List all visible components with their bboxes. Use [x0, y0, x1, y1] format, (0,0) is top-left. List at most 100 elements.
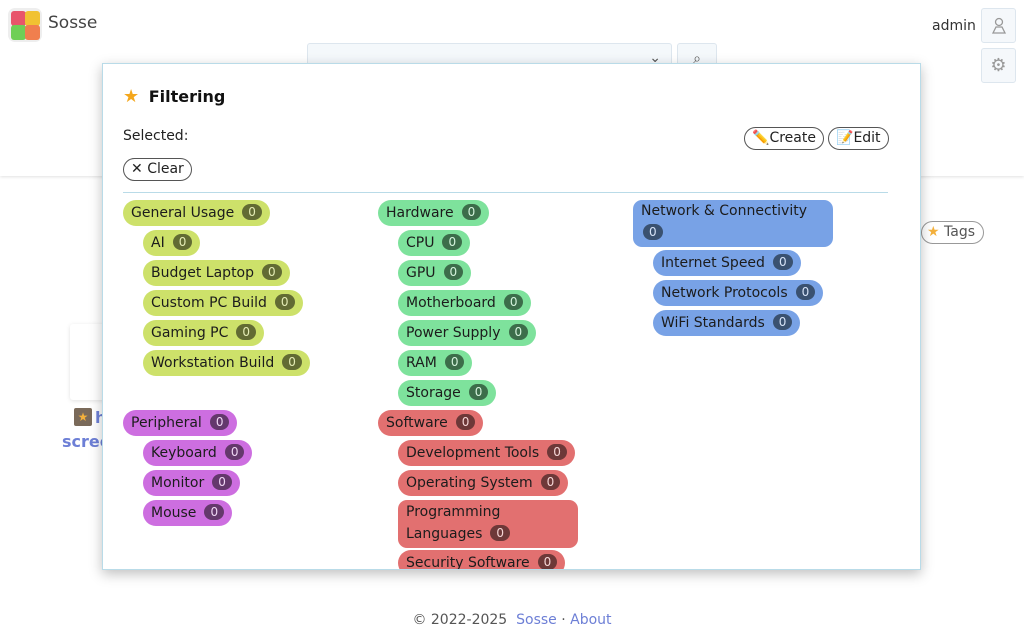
tag-count-badge: 0: [455, 414, 476, 430]
footer: © 2022-2025 Sosse · About: [0, 612, 1024, 628]
tag-label: RAM: [406, 355, 437, 371]
result-link-fragment[interactable]: scree: [62, 432, 111, 451]
tag-label: Power Supply: [406, 325, 501, 341]
tag-count-badge: 0: [274, 294, 295, 310]
tag-count-badge: 0: [508, 324, 529, 340]
tag-count-badge: 0: [262, 264, 282, 280]
tag-label: Monitor: [151, 475, 205, 491]
tag-storage[interactable]: Storage 0: [398, 380, 497, 406]
memo-icon: 📝: [836, 130, 854, 146]
chevron-down-icon[interactable]: ⌄: [649, 50, 661, 66]
edit-button[interactable]: 📝Edit: [828, 127, 889, 150]
tag-development-tools[interactable]: Development Tools 0: [398, 440, 575, 466]
tag-count-badge: 0: [490, 525, 511, 541]
gear-icon: ⚙: [990, 55, 1007, 76]
star-icon: ★: [74, 408, 92, 426]
tag-gpu[interactable]: GPU 0: [398, 260, 472, 286]
tags-label: Tags: [944, 224, 976, 240]
tag-label: Peripheral: [131, 415, 202, 431]
tag-label: Network & Connectivity: [641, 203, 807, 219]
result-title-fragment[interactable]: h: [95, 408, 107, 427]
clear-label: Clear: [147, 161, 184, 177]
tag-count-badge: 0: [461, 204, 482, 220]
tag-network-protocols[interactable]: Network Protocols 0: [653, 280, 824, 306]
sosse-link[interactable]: Sosse: [516, 612, 557, 628]
tag-cpu[interactable]: CPU 0: [398, 230, 471, 256]
tag-label: Software: [386, 415, 448, 431]
modal-title-text: Filtering: [148, 87, 226, 106]
tag-mouse[interactable]: Mouse 0: [143, 500, 233, 526]
tag-label: Workstation Build: [151, 355, 275, 371]
sosse-logo-icon[interactable]: [8, 8, 42, 42]
tag-label: CPU: [406, 235, 435, 251]
user-icon: [991, 17, 1006, 34]
tag-count-badge: 0: [443, 264, 464, 280]
star-icon: ★: [123, 86, 140, 107]
tag-security-software[interactable]: Security Software 0: [398, 550, 566, 570]
tag-count-badge: 0: [468, 384, 489, 400]
tags-button[interactable]: ★ Tags: [921, 221, 984, 244]
tag-label: AI: [151, 235, 165, 251]
tag-count-badge: 0: [795, 284, 816, 300]
tag-count-badge: 0: [224, 444, 245, 460]
tag-label: Development Tools: [406, 445, 540, 461]
tag-count-badge: 0: [772, 314, 793, 330]
app-name[interactable]: Sosse: [48, 13, 98, 33]
tag-label: Mouse: [151, 505, 197, 521]
tag-operating-system[interactable]: Operating System 0: [398, 470, 569, 496]
edit-label: Edit: [853, 130, 881, 146]
close-icon: ✕: [131, 161, 143, 177]
tag-monitor[interactable]: Monitor 0: [143, 470, 240, 496]
tag-count-badge: 0: [540, 474, 561, 490]
tag-label: Storage: [406, 385, 461, 401]
tag-label: Internet Speed: [661, 255, 765, 271]
tag-budget-laptop[interactable]: Budget Laptop 0: [143, 260, 290, 286]
tag-label: GPU: [406, 265, 436, 281]
user-button[interactable]: [981, 8, 1016, 43]
tag-count-badge: 0: [772, 254, 793, 270]
pencil-icon: ✏️: [752, 130, 770, 146]
divider: [123, 192, 888, 193]
tag-count-badge: 0: [172, 234, 193, 250]
tag-count-badge: 0: [442, 234, 463, 250]
tag-ai[interactable]: AI 0: [143, 230, 201, 256]
tag-label: Network Protocols: [661, 285, 788, 301]
tag-label: Security Software: [406, 555, 530, 570]
tag-software[interactable]: Software 0: [378, 410, 484, 436]
tag-internet-speed[interactable]: Internet Speed 0: [653, 250, 801, 276]
tag-count-badge: 0: [537, 554, 558, 569]
tag-count-badge: 0: [282, 354, 302, 370]
copyright: © 2022-2025: [412, 612, 508, 628]
create-button[interactable]: ✏️Create: [744, 127, 824, 150]
tag-count-badge: 0: [547, 444, 567, 460]
selected-label: Selected:: [123, 128, 189, 144]
clear-button[interactable]: ✕ Clear: [123, 158, 192, 181]
tag-label: Programming Languages: [406, 504, 501, 542]
tag-count-badge: 0: [236, 324, 257, 340]
tag-count-badge: 0: [503, 294, 524, 310]
tag-label: Operating System: [406, 475, 533, 491]
user-name: admin: [932, 18, 976, 34]
tag-power-supply[interactable]: Power Supply 0: [398, 320, 537, 346]
tag-workstation-build[interactable]: Workstation Build 0: [143, 350, 310, 376]
tag-count-badge: 0: [643, 224, 663, 240]
footer-separator: ·: [561, 612, 566, 628]
tag-gaming-pc[interactable]: Gaming PC 0: [143, 320, 265, 346]
tag-count-badge: 0: [204, 504, 225, 520]
create-label: Create: [769, 130, 816, 146]
tag-label: Budget Laptop: [151, 265, 255, 281]
tag-network-connectivity[interactable]: Network & Connectivity 0: [633, 200, 833, 247]
about-link[interactable]: About: [570, 612, 612, 628]
tag-count-badge: 0: [212, 474, 232, 490]
tag-label: Gaming PC: [151, 325, 229, 341]
settings-button[interactable]: ⚙: [981, 48, 1016, 83]
